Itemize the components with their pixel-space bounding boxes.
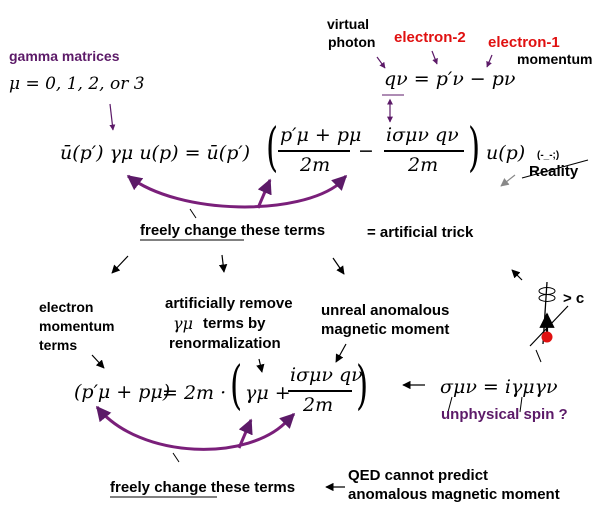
magnetic-moment-label: magnetic moment <box>321 321 450 338</box>
artificial-trick: = artificial trick <box>367 224 474 241</box>
gordon-lhs: ū(p′) γμ u(p) = ū(p′) <box>60 142 251 164</box>
freely-change-2-a: freely change <box>110 479 207 496</box>
gordon-frac1-bar <box>278 150 350 152</box>
electron2-label: electron-2 <box>394 29 466 46</box>
curve-top-start <box>331 174 348 191</box>
qed-cannot-c: predict <box>433 467 489 484</box>
arrow-down-left <box>111 255 129 274</box>
gordon-paren-open: ( <box>266 118 279 178</box>
tick-sigma <box>535 349 542 363</box>
arrow-up-left-spin <box>511 269 523 281</box>
reality-label: Reality <box>529 163 579 180</box>
gamma-mu-symbol: γμ <box>173 314 193 333</box>
reduced-frac-num: iσμν qν <box>290 364 363 386</box>
reduced-eq: = 2m · <box>162 382 227 404</box>
gordon-frac2-den: 2m <box>408 154 439 176</box>
curve-bottom <box>95 405 290 451</box>
gordon-paren-close: ) <box>468 118 481 178</box>
freely-change-2: freely change these terms <box>110 479 295 496</box>
momentum-transfer-eq: qν = p′ν − pν <box>384 68 516 90</box>
reality-strike <box>521 159 589 179</box>
electron-momentum-terms-2: momentum <box>39 318 115 334</box>
gordon-frac2-num: iσμν qν <box>386 124 459 146</box>
freely-change-2-b: these terms <box>210 479 296 496</box>
arrow-bottom-mid <box>237 418 253 449</box>
qed-cannot-line2: anomalous magnetic moment <box>348 486 560 503</box>
tick-bottom <box>172 452 180 463</box>
reality-face: (-_-;) <box>537 150 560 161</box>
tick-sigma-2 <box>447 396 453 413</box>
unreal-anomalous-label: unreal anomalous <box>321 302 450 319</box>
terms-by-label: terms by <box>203 315 266 332</box>
gordon-frac2-bar <box>384 150 464 152</box>
freely-change-1: freely change these terms <box>140 222 325 239</box>
arrow-electron-mom <box>91 354 105 369</box>
electron-momentum-terms-1: electron <box>39 299 94 315</box>
reduced-lhs: (p′μ + pμ) <box>74 381 171 403</box>
renormalization-label: renormalization <box>169 335 281 352</box>
arrow-photon-to-q <box>376 56 386 69</box>
unphysical-spin-label: unphysical spin ? <box>441 406 568 423</box>
curve-bottom-start <box>279 412 296 429</box>
spin-speed-label: > c <box>563 290 585 307</box>
sigma-def: σμν = iγμγν <box>440 376 558 398</box>
tick-top <box>189 208 197 219</box>
arrow-anomalous <box>335 343 347 363</box>
gamma-matrices-label: gamma matrices <box>9 48 120 64</box>
photon-label: photon <box>328 34 376 50</box>
reduced-paren-close: ) <box>356 356 369 416</box>
curve-top <box>126 174 341 209</box>
freely-change-1-a: freely change <box>140 222 237 239</box>
gordon-frac1-num: p′μ + pμ <box>280 124 362 146</box>
artificially-remove-label: artificially remove <box>165 295 293 312</box>
qed-cannot-line1: QED cannot predict <box>348 467 488 484</box>
gordon-minus: − <box>358 140 374 162</box>
electron1-label: electron-1 <box>488 34 560 51</box>
qed-cannot-a: QED can <box>348 467 411 484</box>
virtual-label: virtual <box>327 16 370 32</box>
arrow-renorm <box>256 358 265 373</box>
spin-electron-dot <box>541 331 553 343</box>
tick-sigma-3 <box>519 396 523 413</box>
qed-cannot-b: not <box>410 467 434 484</box>
arrow-e1-to-p <box>486 54 493 68</box>
gordon-tail: u(p) <box>486 142 526 164</box>
freely-change-1-b: these terms <box>240 222 326 239</box>
gordon-frac1-den: 2m <box>300 154 331 176</box>
mu-values: μ = 0, 1, 2, or 3 <box>9 74 145 94</box>
arrow-reality <box>500 174 516 187</box>
arrow-down-mid <box>218 254 228 273</box>
arrow-gamma-to-eq <box>109 103 116 131</box>
reduced-gamma: γμ + <box>245 382 291 404</box>
momentum-label: momentum <box>517 51 593 67</box>
arrow-e2-to-pprime <box>431 50 438 65</box>
spin-rotation-ring-2 <box>538 294 556 302</box>
reduced-frac-den: 2m <box>303 394 334 416</box>
arrow-top-mid <box>256 178 272 209</box>
arrow-down-right <box>332 257 345 275</box>
reduced-paren-open: ( <box>230 356 243 416</box>
reduced-frac-bar <box>288 390 352 392</box>
electron-momentum-terms-3: terms <box>39 337 78 353</box>
